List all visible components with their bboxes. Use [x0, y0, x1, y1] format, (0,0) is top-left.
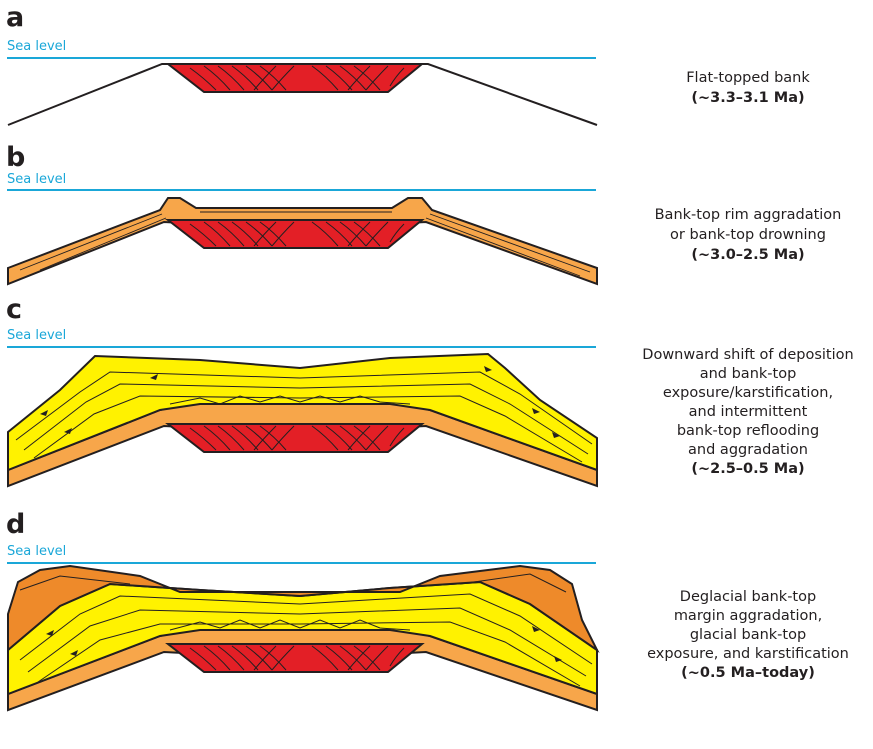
description-b: Bank-top rim aggradation or bank-top dro… [655, 207, 842, 263]
description-a: Flat-topped bank (~3.3–3.1 Ma) [686, 70, 810, 106]
desc-age: (~3.3–3.1 Ma) [691, 90, 804, 106]
desc-line: exposure/karstification, [663, 385, 833, 401]
yellow-sequence [7, 352, 598, 472]
desc-line: and intermittent [689, 404, 808, 420]
desc-line: bank-top reflooding [677, 423, 819, 439]
description-d: Deglacial bank-top margin aggradation, g… [647, 589, 849, 681]
panel-letter: b [6, 142, 25, 173]
desc-age: (~2.5–0.5 Ma) [691, 461, 804, 477]
red-core [167, 643, 423, 673]
sea-level-label: Sea level [7, 544, 66, 559]
panel-c: c Sea level [6, 294, 598, 488]
red-core [167, 423, 423, 453]
panel-d: d Sea level [6, 509, 600, 712]
desc-line: or bank-top drowning [670, 227, 826, 243]
desc-line: glacial bank-top [690, 627, 806, 643]
sea-level-label: Sea level [7, 39, 66, 54]
panel-letter: d [6, 509, 25, 540]
panel-b: b Sea level [6, 142, 598, 286]
desc-line: exposure, and karstification [647, 646, 849, 662]
desc-line: Downward shift of deposition [642, 347, 853, 363]
desc-line: and bank-top [700, 366, 797, 382]
sea-level-label: Sea level [7, 328, 66, 343]
panel-letter: c [6, 294, 22, 325]
sea-level-label: Sea level [7, 172, 66, 187]
desc-age: (~3.0–2.5 Ma) [691, 247, 804, 263]
orange-margin-cap [7, 564, 600, 654]
red-core [167, 63, 423, 93]
bank-profile [7, 63, 598, 126]
description-c: Downward shift of deposition and bank-to… [642, 347, 853, 477]
desc-line: Deglacial bank-top [680, 589, 816, 605]
desc-line: Bank-top rim aggradation [655, 207, 842, 223]
desc-line: margin aggradation, [674, 608, 822, 624]
desc-age: (~0.5 Ma–today) [681, 665, 815, 681]
panel-a: a Sea level [6, 2, 598, 126]
desc-line: Flat-topped bank [686, 70, 810, 86]
panel-letter: a [6, 2, 24, 33]
red-core [167, 219, 423, 249]
desc-line: and aggradation [688, 442, 808, 458]
